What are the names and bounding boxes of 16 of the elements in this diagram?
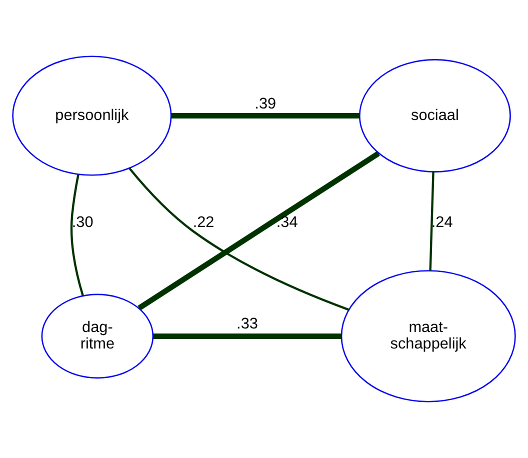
node-ellipse: dag- ritme	[41, 294, 154, 379]
edge-label: .30	[72, 214, 94, 232]
edge-label: .22	[192, 214, 214, 232]
edge-label: .34	[276, 214, 298, 232]
edge-label: .39	[254, 95, 276, 112]
edge-label: .24	[431, 214, 453, 232]
connector	[70, 174, 84, 296]
node-ellipse: persoonlijk	[12, 56, 172, 176]
node-ellipse: maat- schappelijk	[340, 270, 516, 402]
connector	[172, 113, 360, 119]
connector	[128, 168, 350, 311]
connector	[429, 172, 434, 271]
connector	[138, 151, 380, 310]
edge-label: .33	[236, 316, 258, 333]
connector	[153, 333, 342, 339]
node-ellipse: sociaal	[358, 59, 511, 172]
